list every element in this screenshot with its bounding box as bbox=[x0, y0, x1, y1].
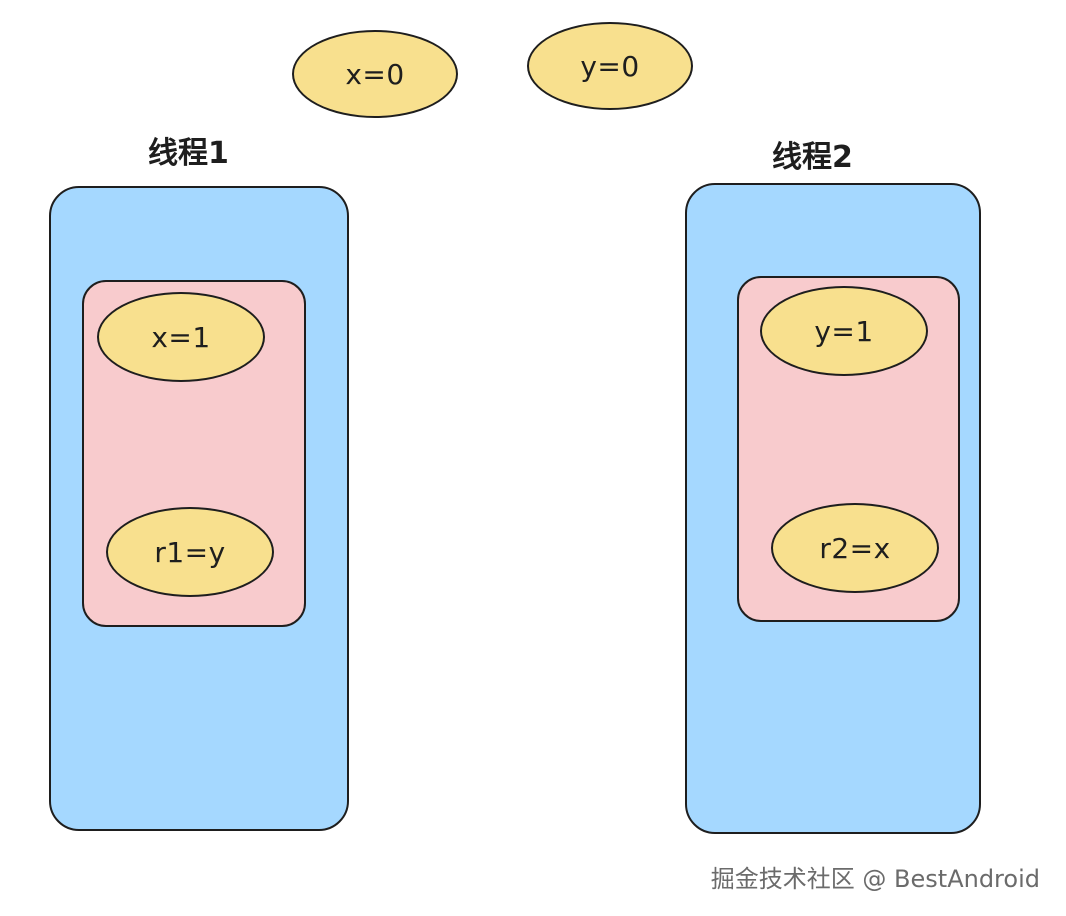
thread1-title: 线程1 bbox=[148, 136, 229, 171]
shared-var-x-label: x=0 bbox=[345, 57, 405, 91]
shared-var-y: y=0 bbox=[527, 22, 693, 110]
shared-var-y-label: y=0 bbox=[580, 49, 640, 83]
watermark: 掘金技术社区 @ BestAndroid bbox=[710, 865, 1040, 893]
thread1-op-write-x-label: x=1 bbox=[151, 320, 211, 354]
thread1-op-write-x: x=1 bbox=[97, 292, 265, 382]
thread2-op-write-y: y=1 bbox=[760, 286, 928, 376]
thread1-op-read-y-label: r1=y bbox=[154, 535, 226, 569]
thread2-title: 线程2 bbox=[772, 140, 853, 175]
thread2-op-write-y-label: y=1 bbox=[814, 314, 874, 348]
thread2-op-read-x: r2=x bbox=[771, 503, 939, 593]
shared-var-x: x=0 bbox=[292, 30, 458, 118]
thread2-op-read-x-label: r2=x bbox=[819, 531, 891, 565]
thread1-op-read-y: r1=y bbox=[106, 507, 274, 597]
